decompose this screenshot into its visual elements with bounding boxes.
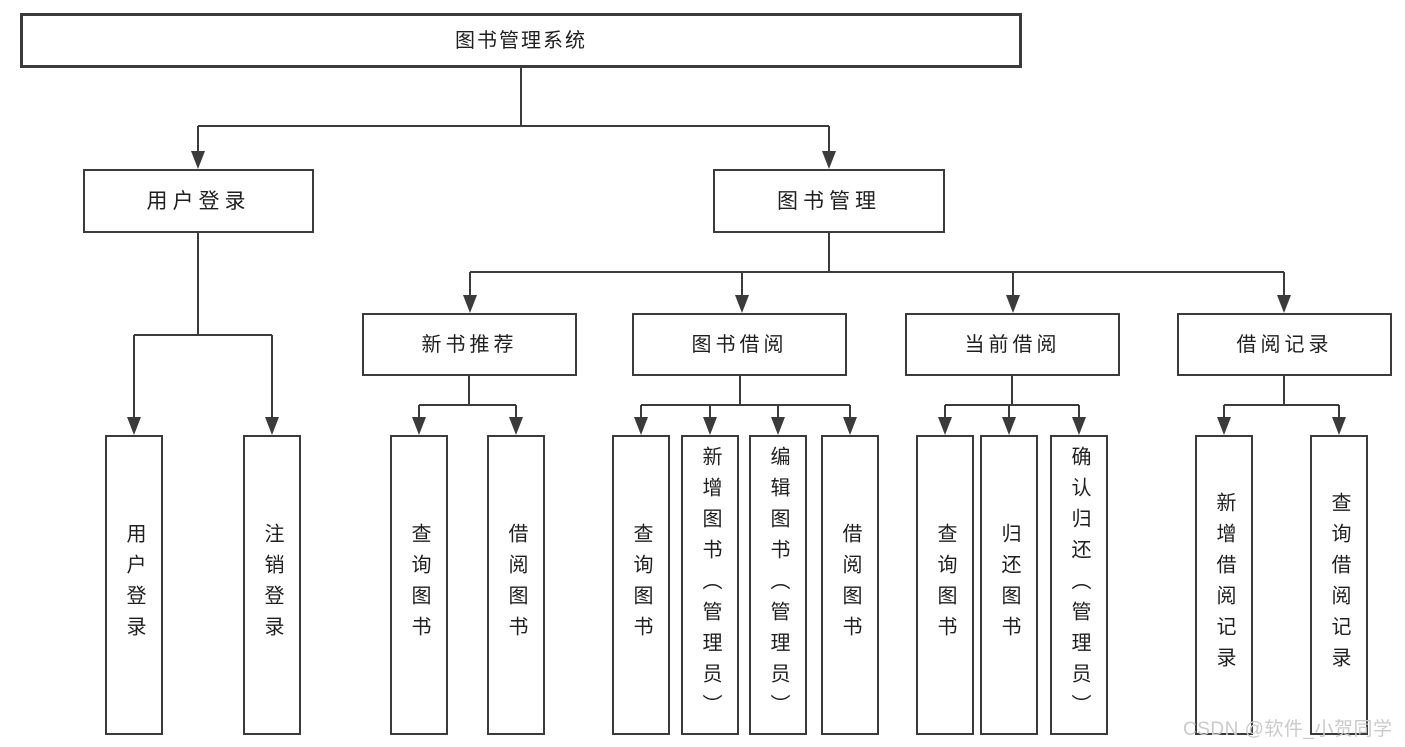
node-label: 查询借阅记录: [1328, 492, 1350, 678]
node-label: 图书管理: [777, 189, 881, 213]
node-label: 查询图书: [934, 523, 956, 647]
node-label: 用户登录: [146, 189, 251, 213]
node-label: 当前借阅: [964, 333, 1061, 356]
leaf-recommend-borrow-books: 借阅图书: [487, 435, 545, 735]
node-label: 新书推荐: [421, 333, 518, 356]
node-library-management-system: 图书管理系统: [20, 13, 1022, 68]
node-label: 注销登录: [261, 523, 283, 647]
node-user-login-branch: 用户登录: [83, 169, 314, 233]
leaf-user-login: 用户登录: [105, 435, 163, 735]
leaf-return-books: 归还图书: [980, 435, 1038, 735]
node-label: 新增图书（管理员）: [699, 445, 721, 725]
leaf-borrow-books: 借阅图书: [821, 435, 879, 735]
leaf-logout: 注销登录: [243, 435, 301, 735]
node-label: 借阅记录: [1236, 333, 1333, 356]
node-label: 确认归还（管理员）: [1068, 445, 1090, 725]
leaf-edit-books-admin: 编辑图书（管理员）: [749, 435, 807, 735]
leaf-borrow-query-books: 查询图书: [612, 435, 670, 735]
node-current-borrow: 当前借阅: [905, 313, 1120, 376]
node-label: 图书管理系统: [455, 29, 587, 52]
node-borrow-records: 借阅记录: [1177, 313, 1392, 376]
csdn-watermark: CSDN @软件_小贺同学: [1183, 719, 1393, 740]
leaf-add-books-admin: 新增图书（管理员）: [681, 435, 739, 735]
node-label: 借阅图书: [505, 523, 527, 647]
leaf-confirm-return-admin: 确认归还（管理员）: [1050, 435, 1108, 735]
node-label: 归还图书: [998, 523, 1020, 647]
leaf-current-query-books: 查询图书: [916, 435, 974, 735]
node-label: 用户登录: [123, 523, 145, 647]
node-label: 图书借阅: [691, 333, 788, 356]
node-label: 借阅图书: [839, 523, 861, 647]
leaf-query-borrow-record: 查询借阅记录: [1310, 435, 1368, 735]
leaf-recommend-query-books: 查询图书: [390, 435, 448, 735]
node-new-book-recommend: 新书推荐: [362, 313, 577, 376]
leaf-add-borrow-record: 新增借阅记录: [1195, 435, 1253, 735]
node-book-borrow: 图书借阅: [632, 313, 847, 376]
node-label: 编辑图书（管理员）: [767, 445, 789, 725]
node-label: 查询图书: [630, 523, 652, 647]
node-book-management-branch: 图书管理: [713, 169, 945, 233]
node-label: 查询图书: [408, 523, 430, 647]
node-label: 新增借阅记录: [1213, 492, 1235, 678]
